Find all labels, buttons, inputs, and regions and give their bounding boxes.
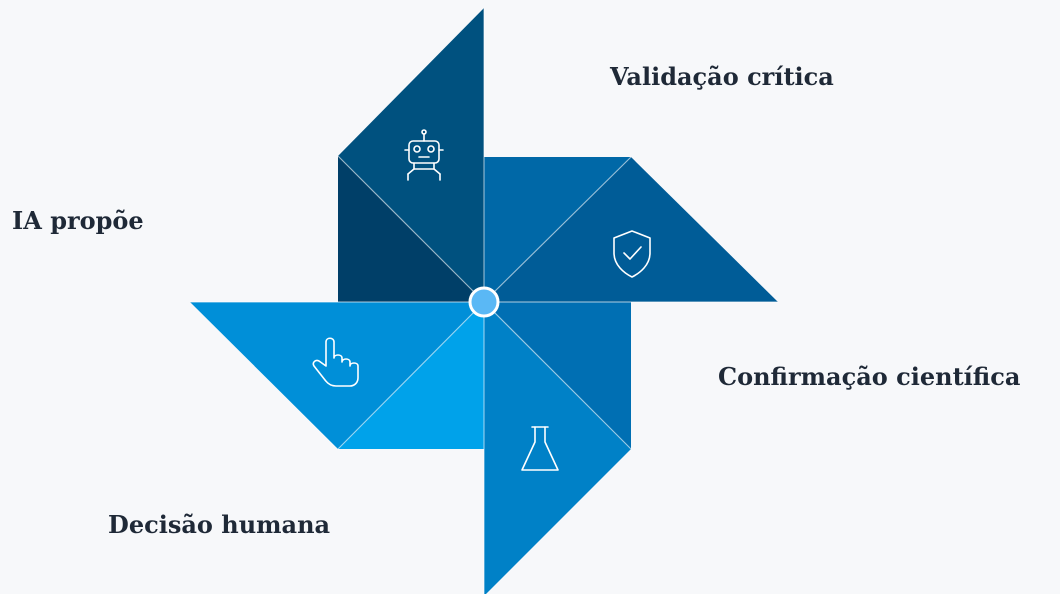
step-label-confirmacao-cientifica: Confirmação científica (718, 362, 1021, 391)
step-label-decisao-humana: Decisão humana (108, 510, 331, 539)
flask-icon (521, 426, 559, 471)
blade-dividers (190, 8, 778, 594)
blade-ia-propoe-upper (338, 8, 484, 302)
blade-confirmacao-cientifica (484, 302, 631, 594)
blade-ia-propoe (338, 8, 484, 302)
robot-icon (404, 129, 444, 181)
blade-decisao-humana (190, 302, 484, 449)
hand-pointer-icon (312, 337, 359, 387)
blade-validacao-critica (484, 157, 778, 302)
center-hub (468, 286, 500, 318)
step-label-validacao-critica: Validação crítica (610, 62, 834, 91)
blade-confirmacao-cientifica-lower (484, 302, 631, 594)
blade-validacao-critica-right (484, 157, 778, 302)
shield-check-icon (613, 230, 651, 278)
blade-decisao-humana-left (190, 302, 484, 449)
step-label-ia-propoe: IA propõe (12, 206, 144, 235)
